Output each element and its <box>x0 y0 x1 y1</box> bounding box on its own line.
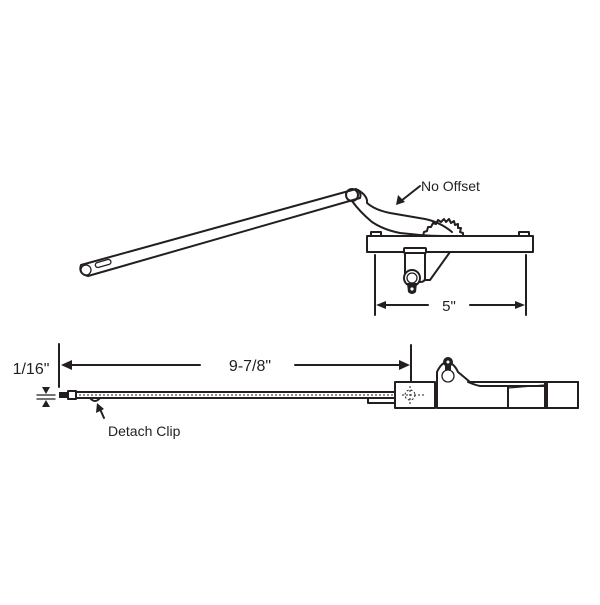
operator-body <box>394 357 579 409</box>
base-width-label: 5" <box>442 298 456 315</box>
arrow-right-icon <box>399 360 410 370</box>
arrow-down-icon <box>42 387 50 394</box>
thickness-dimension: 1/16" <box>13 361 56 407</box>
callout-arrow-icon <box>96 403 104 413</box>
thickness-label: 1/16" <box>13 361 50 378</box>
no-offset-callout: No Offset <box>396 178 480 205</box>
arrow-left-icon <box>61 360 72 370</box>
no-offset-label: No Offset <box>421 178 480 194</box>
callout-arrow-icon <box>396 195 405 205</box>
arrow-up-icon <box>42 400 50 407</box>
flat-arm <box>59 390 420 404</box>
side-view: 9-7/8" 1/16" Detach Clip <box>13 343 579 439</box>
base-plate <box>366 231 534 281</box>
crank-spline <box>403 247 427 294</box>
spline-knob-icon <box>441 369 455 383</box>
detach-clip: Detach Clip <box>89 397 181 439</box>
detach-clip-label: Detach Clip <box>108 423 181 439</box>
operator-arm <box>79 188 362 277</box>
top-view: No Offset 5" <box>79 178 534 316</box>
arrow-left-icon <box>376 301 386 309</box>
arrow-right-icon <box>515 301 525 309</box>
base-width-dimension: 5" <box>374 254 527 316</box>
gear-sector <box>422 218 464 237</box>
link-arm <box>351 189 453 237</box>
arm-length-label: 9-7/8" <box>229 358 271 375</box>
arm-length-dimension: 9-7/8" <box>58 343 412 388</box>
